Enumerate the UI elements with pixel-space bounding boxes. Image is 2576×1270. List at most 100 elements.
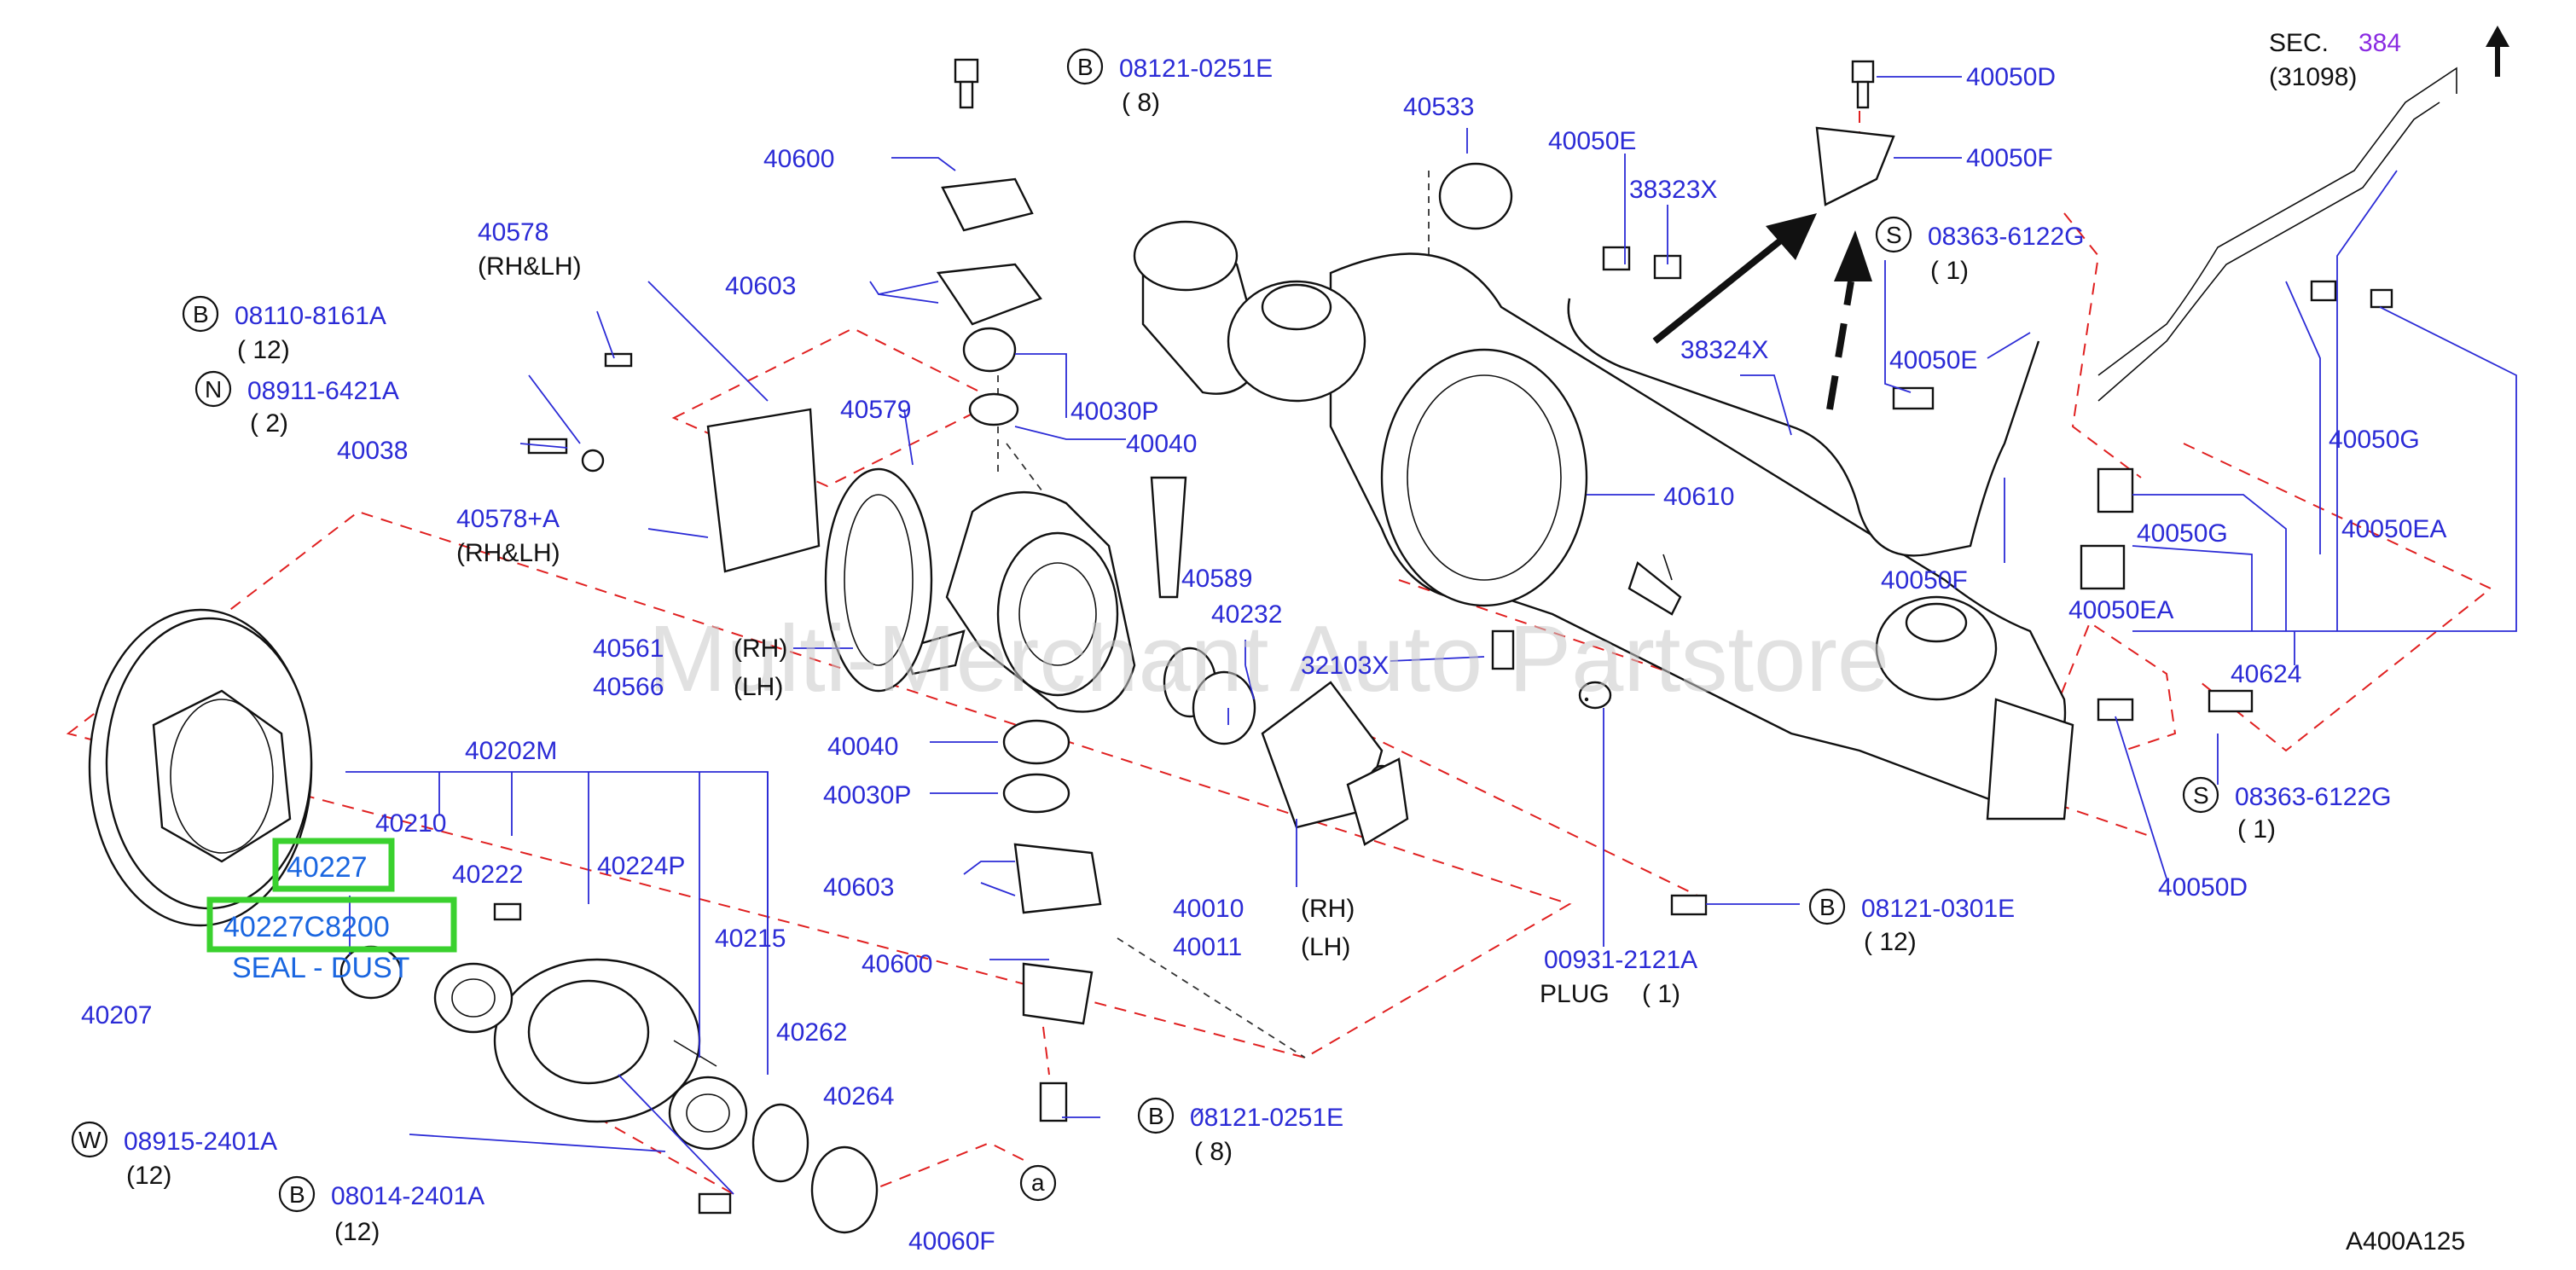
label-40600-top[interactable]: 40600 bbox=[763, 145, 834, 173]
label-40207[interactable]: 40207 bbox=[81, 1001, 152, 1029]
label-38324x[interactable]: 38324X bbox=[1680, 336, 1768, 364]
label-plug-qty: ( 1) bbox=[1642, 980, 1680, 1008]
label-lh-2: (LH) bbox=[1301, 933, 1350, 961]
label-00931-2121a[interactable]: 00931-2121A bbox=[1544, 946, 1697, 974]
label-40579[interactable]: 40579 bbox=[840, 396, 911, 424]
label-lh-1: (LH) bbox=[734, 673, 783, 701]
label-40050d-b[interactable]: 40050D bbox=[2158, 873, 2248, 902]
callout-part[interactable]: 08121-0301E bbox=[1861, 895, 2015, 923]
label-rh-2: (RH) bbox=[1301, 895, 1355, 923]
highlight-part-40227[interactable]: 40227 bbox=[287, 851, 368, 884]
callout-03[interactable]: N 08911-6421A ( 2) bbox=[194, 370, 399, 438]
brake-rotor bbox=[88, 608, 313, 927]
callout-letter: B bbox=[289, 1181, 305, 1208]
label-40603-top[interactable]: 40603 bbox=[725, 272, 796, 300]
label-40011[interactable]: 40011 bbox=[1173, 933, 1242, 961]
callout-05[interactable]: B 08014-2401A (12) bbox=[278, 1175, 484, 1246]
label-rhlh-2: (RH&LH) bbox=[456, 539, 560, 567]
label-40578a[interactable]: 40578+A bbox=[456, 505, 560, 533]
label-40030p-b[interactable]: 40030P bbox=[823, 781, 911, 809]
callout-qty: (12) bbox=[126, 1162, 171, 1190]
label-40561[interactable]: 40561 bbox=[593, 635, 664, 663]
label-40050e-2[interactable]: 40050E bbox=[1889, 346, 1977, 374]
label-40610[interactable]: 40610 bbox=[1663, 483, 1734, 511]
callout-qty: ( 1) bbox=[2237, 815, 2276, 844]
callout-06[interactable]: B 08121-0251E ( 8) bbox=[1137, 1097, 1343, 1166]
label-40040-b[interactable]: 40040 bbox=[827, 733, 898, 761]
sec-number-link[interactable]: 384 bbox=[2358, 29, 2401, 57]
steering-knuckle bbox=[706, 177, 1612, 1025]
label-40050g-2[interactable]: 40050G bbox=[2137, 519, 2228, 548]
label-rhlh-1: (RH&LH) bbox=[478, 252, 582, 281]
sec-ref: (31098) bbox=[2269, 63, 2357, 91]
callout-07[interactable]: a bbox=[1019, 1164, 1057, 1202]
highlighted-part: 40227 40227C8200 SEAL - DUST bbox=[206, 838, 457, 984]
callout-part[interactable]: 08915-2401A bbox=[124, 1128, 277, 1156]
label-40040-top[interactable]: 40040 bbox=[1126, 430, 1197, 458]
label-40533[interactable]: 40533 bbox=[1403, 93, 1474, 121]
hub-assembly bbox=[339, 902, 879, 1234]
highlight-part-40227c8200[interactable]: 40227C8200 bbox=[223, 911, 390, 943]
label-40600-b[interactable]: 40600 bbox=[862, 950, 932, 978]
label-40264[interactable]: 40264 bbox=[823, 1082, 894, 1111]
callout-02[interactable]: B 08110-8161A ( 12) bbox=[182, 295, 386, 364]
label-40050g-1[interactable]: 40050G bbox=[2329, 426, 2420, 454]
callout-01[interactable]: B 08121-0251E ( 8) bbox=[1066, 48, 1273, 117]
callout-08[interactable]: B 08121-0301E ( 12) bbox=[1808, 888, 2015, 956]
callout-part[interactable]: 08110-8161A bbox=[235, 302, 386, 330]
label-40222[interactable]: 40222 bbox=[452, 861, 523, 889]
callout-04[interactable]: W 08915-2401A (12) bbox=[71, 1121, 277, 1190]
label-40202m[interactable]: 40202M bbox=[465, 737, 557, 765]
label-40050ea-1[interactable]: 40050EA bbox=[2341, 515, 2446, 543]
label-40624[interactable]: 40624 bbox=[2231, 660, 2301, 688]
label-40050ea-2[interactable]: 40050EA bbox=[2068, 596, 2173, 624]
callout-part[interactable]: 08121-0251E bbox=[1119, 55, 1273, 83]
callout-letter: B bbox=[193, 301, 209, 328]
callout-part[interactable]: 08911-6421A bbox=[247, 377, 399, 405]
label-40050e-1[interactable]: 40050E bbox=[1548, 127, 1636, 155]
axle-housing bbox=[1133, 220, 2074, 821]
callout-part[interactable]: 08363-6122G bbox=[2235, 783, 2392, 811]
callout-letter: S bbox=[2193, 782, 2209, 809]
label-40050f-b[interactable]: 40050F bbox=[1881, 566, 1968, 594]
callout-letter: B bbox=[1148, 1103, 1164, 1129]
label-40010[interactable]: 40010 bbox=[1173, 895, 1244, 923]
callout-part[interactable]: 08363-6122G bbox=[1928, 223, 2085, 251]
label-40215[interactable]: 40215 bbox=[715, 925, 786, 953]
callout-letter: B bbox=[1819, 894, 1836, 920]
label-40566[interactable]: 40566 bbox=[593, 673, 664, 701]
label-40050f-top[interactable]: 40050F bbox=[1966, 144, 2053, 172]
label-40210[interactable]: 40210 bbox=[375, 809, 446, 838]
sec-label: SEC. bbox=[2269, 29, 2329, 57]
label-40578[interactable]: 40578 bbox=[478, 218, 548, 246]
callout-part[interactable]: 08121-0251E bbox=[1190, 1104, 1343, 1132]
label-40262[interactable]: 40262 bbox=[776, 1018, 847, 1047]
figure-code: A400A125 bbox=[2346, 1227, 2465, 1256]
label-40603-b[interactable]: 40603 bbox=[823, 873, 894, 902]
callout-09[interactable]: S 08363-6122G ( 1) bbox=[1875, 216, 2085, 285]
label-40030p-top[interactable]: 40030P bbox=[1070, 397, 1158, 426]
label-38323x[interactable]: 38323X bbox=[1629, 176, 1717, 204]
label-40224p[interactable]: 40224P bbox=[597, 852, 685, 880]
callout-qty: ( 8) bbox=[1194, 1138, 1233, 1166]
label-40050d-top[interactable]: 40050D bbox=[1966, 63, 2056, 91]
callout-part[interactable]: 08014-2401A bbox=[331, 1182, 484, 1210]
label-32103x[interactable]: 32103X bbox=[1301, 652, 1389, 680]
label-40038[interactable]: 40038 bbox=[337, 437, 408, 465]
highlight-box-40227 bbox=[272, 838, 395, 892]
callout-qty: (12) bbox=[334, 1218, 380, 1246]
leader-lines bbox=[345, 76, 2517, 1195]
callout-letter: S bbox=[1886, 222, 1902, 248]
callout-10[interactable]: S 08363-6122G ( 1) bbox=[2182, 776, 2392, 844]
highlight-box-40227c8200 bbox=[206, 896, 457, 953]
callout-letter: N bbox=[205, 376, 222, 403]
hardware bbox=[527, 58, 2393, 1122]
callout-qty: ( 2) bbox=[250, 409, 288, 438]
label-40589[interactable]: 40589 bbox=[1181, 565, 1252, 593]
callout-letter: W bbox=[78, 1127, 102, 1153]
label-40060f[interactable]: 40060F bbox=[908, 1227, 995, 1256]
callout-qty: ( 1) bbox=[1930, 257, 1969, 285]
label-40232[interactable]: 40232 bbox=[1211, 600, 1282, 629]
